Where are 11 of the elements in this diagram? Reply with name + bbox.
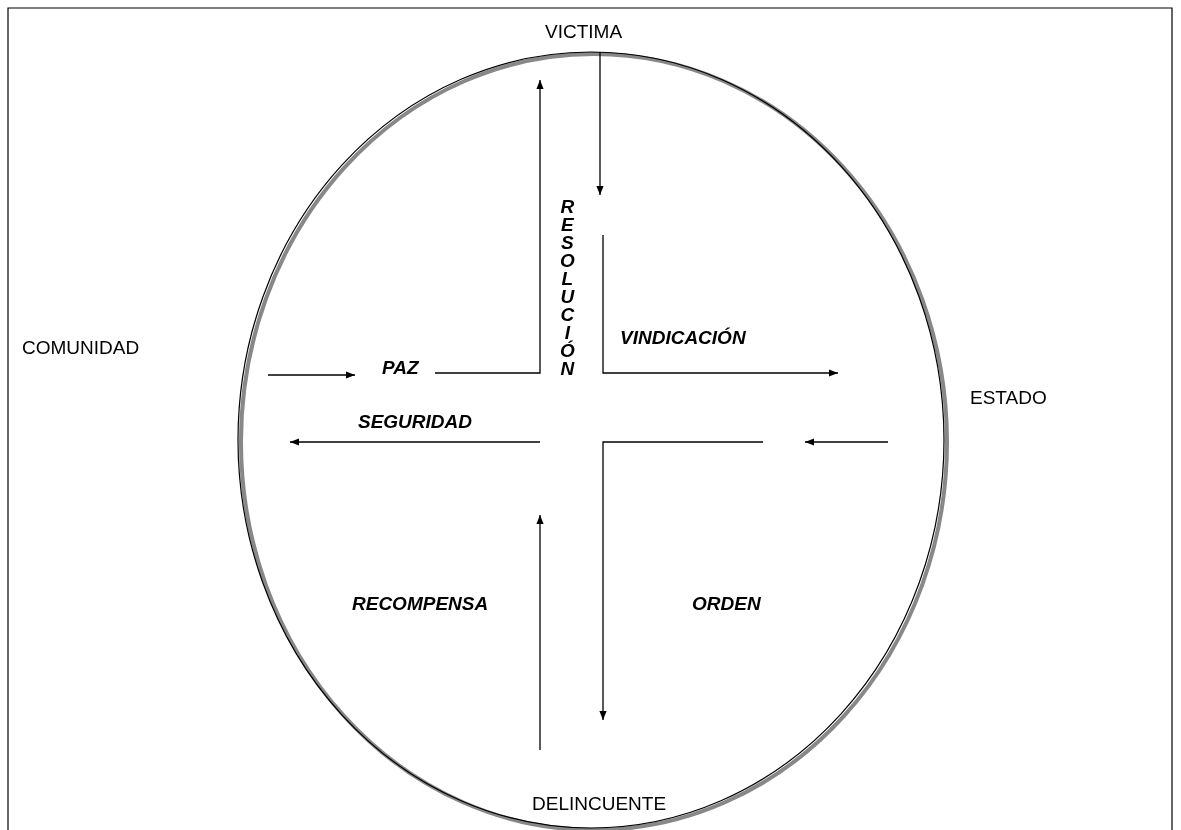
concept-label: VINDICACIÓN (620, 328, 746, 349)
concept-label: RECOMPENSA (352, 594, 489, 615)
party-label: VICTIMA (545, 22, 623, 43)
concept-label: RESOLUCIÓN (556, 196, 577, 376)
concept-label: SEGURIDAD (358, 412, 472, 433)
party-label: COMUNIDAD (22, 338, 140, 359)
party-label: ESTADO (970, 388, 1047, 409)
party-label: DELINCUENTE (532, 794, 667, 815)
concept-label: PAZ (382, 358, 419, 379)
concept-label: ORDEN (692, 594, 761, 615)
circle-outline (237, 51, 949, 830)
